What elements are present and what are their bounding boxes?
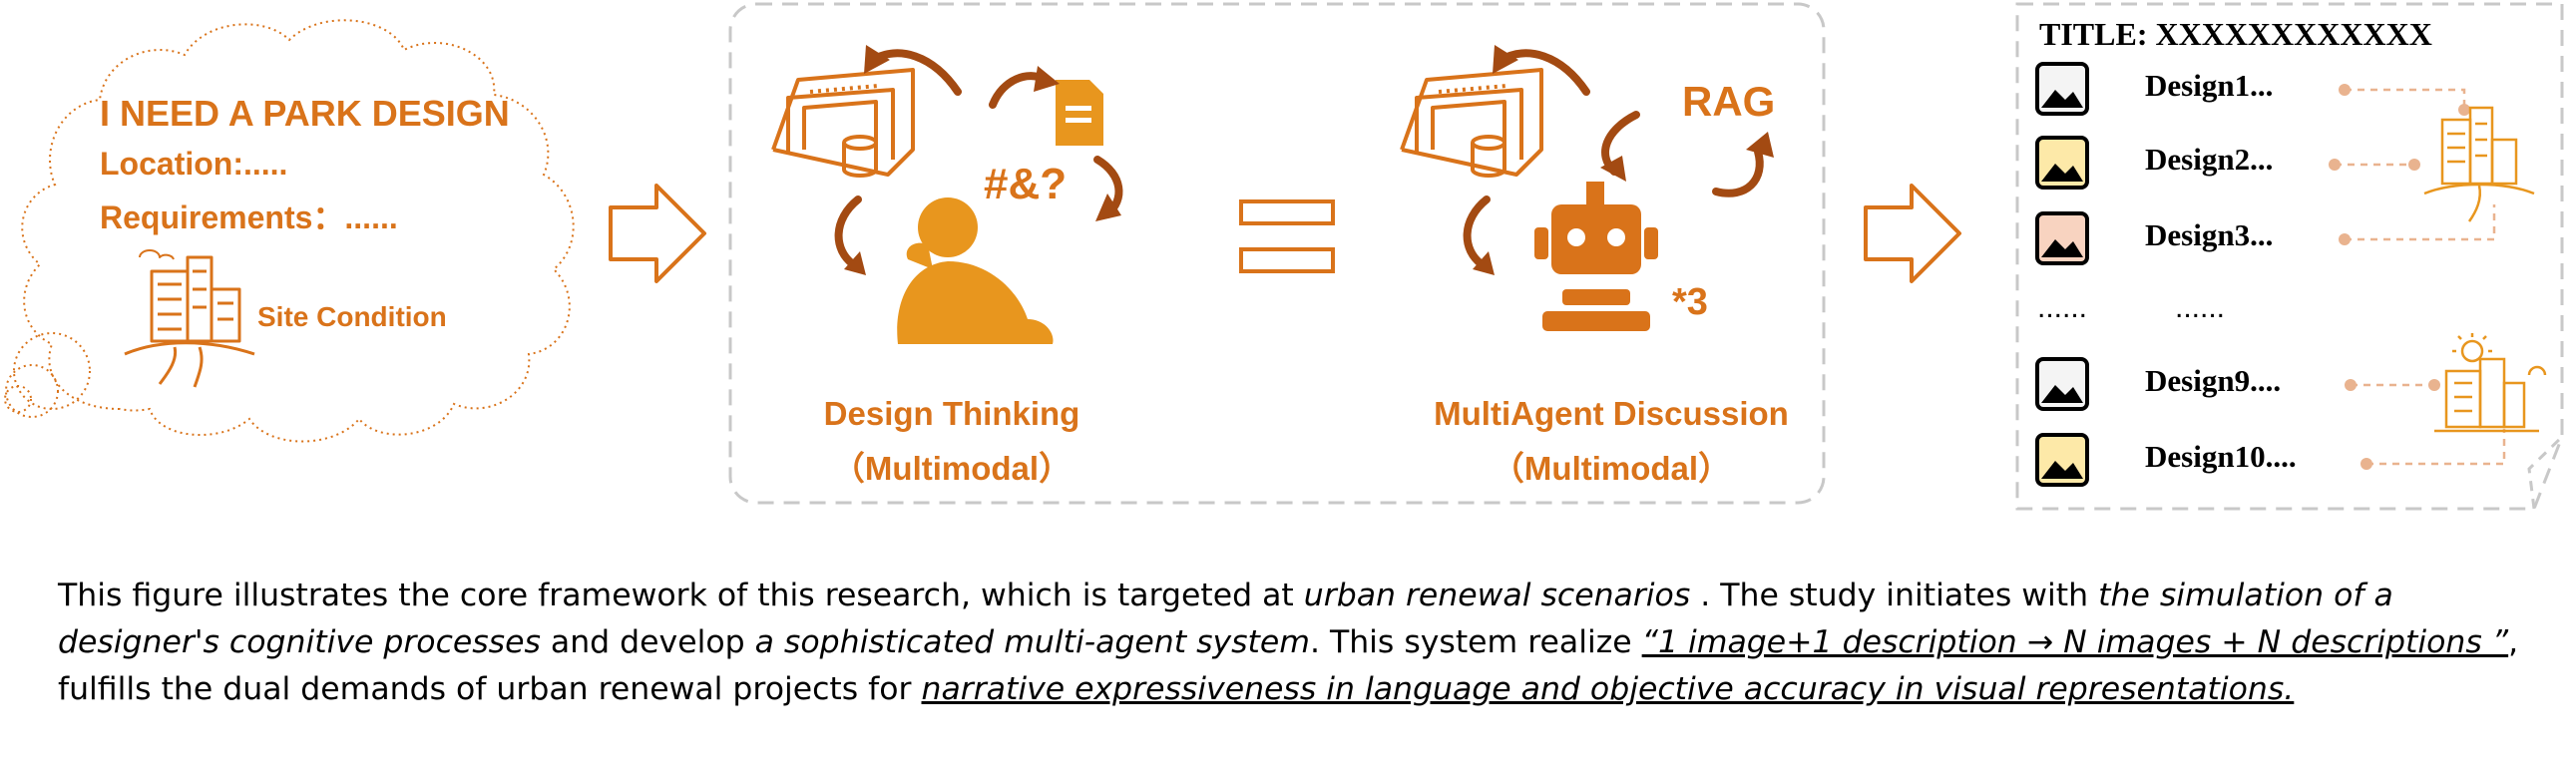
caption-emph-5: narrative expressiveness in language and… [922,671,2295,707]
equals-top [1239,199,1335,225]
caption-formula: “1 image+1 description → N images + N de… [1641,624,2509,660]
location-field: Location:..... [100,146,288,182]
thought-cloud [4,19,575,443]
design-label: Design2... [2145,142,2274,177]
caption-emph-4: “1 image+1 description → N images + N de… [1642,624,2508,660]
caption-emph-2: the simulation of a designer's cognitive… [58,578,2393,660]
design-label: Design1... [2145,68,2274,103]
figure-caption: This figure illustrates the core framewo… [58,573,2542,713]
output-panel [2015,2,2564,511]
image-thumbnail-icon [2035,433,2089,487]
agent-count: *3 [1672,281,1708,323]
ellipsis-right: ...... [2175,291,2226,324]
design-label: Design10.... [2145,439,2297,474]
cycle-arrowheads-left [844,45,1121,275]
city-icon [2434,333,2547,433]
equals-bottom [1239,247,1335,273]
site-condition-label: Site Condition [257,301,447,332]
cycle-arrowheads-right [1473,45,1774,275]
caption-demands: narrative expressiveness in language and… [921,671,2295,707]
arrow-right-2 [1864,184,1961,283]
caption-text-2: . The study initiates with [1690,578,2099,613]
output-title: TITLE: XXXXXXXXXXXX [2039,16,2432,52]
caption-text-3: and develop [540,624,755,660]
design-thinking-sub: （Multimodal） [831,450,1073,487]
caption-text-1: This figure illustrates the core framewo… [58,578,1304,613]
design-label: Design9.... [2145,363,2282,398]
caption-text-4: . This system realize [1309,624,1642,660]
caption-emph-3: a sophisticated multi-agent system [754,624,1310,660]
framework-diagram: I NEED A PARK DESIGN Location:..... Requ… [4,2,2564,511]
image-thumbnail-icon [2035,357,2089,411]
multiagent-label: MultiAgent Discussion [1434,395,1789,432]
thinker-icon [897,197,1054,344]
robot-icon [1534,182,1658,331]
arrow-right-1 [609,184,706,283]
connector-dots [2329,84,2470,470]
image-thumbnail-icon [2035,62,2089,116]
building-icon [124,249,255,388]
diagram-graphics [4,2,2564,511]
park-design-request: I NEED A PARK DESIGN [100,93,510,134]
thinking-symbols: #&? [984,160,1068,208]
multiagent-sub: （Multimodal） [1491,450,1732,487]
design-connectors [2335,88,2506,466]
rag-label: RAG [1682,78,1776,125]
design-thinking-label: Design Thinking [823,395,1080,432]
building-icon-small [2423,106,2535,222]
caption-emph-1: urban renewal scenarios [1303,578,1691,613]
exhibit-icon-right [1400,68,1543,178]
process-panel [728,2,1826,505]
ellipsis-left: ...... [2037,291,2088,324]
image-thumbnail-icon [2035,136,2089,190]
caption-text-5: , fulfills the dual demands of urban ren… [58,624,2519,707]
document-icon [1056,80,1103,146]
design-label: Design3... [2145,217,2274,252]
requirements-field: Requirements：...... [100,199,398,235]
exhibit-icon-left [771,68,915,178]
image-thumbnail-icon [2035,211,2089,265]
